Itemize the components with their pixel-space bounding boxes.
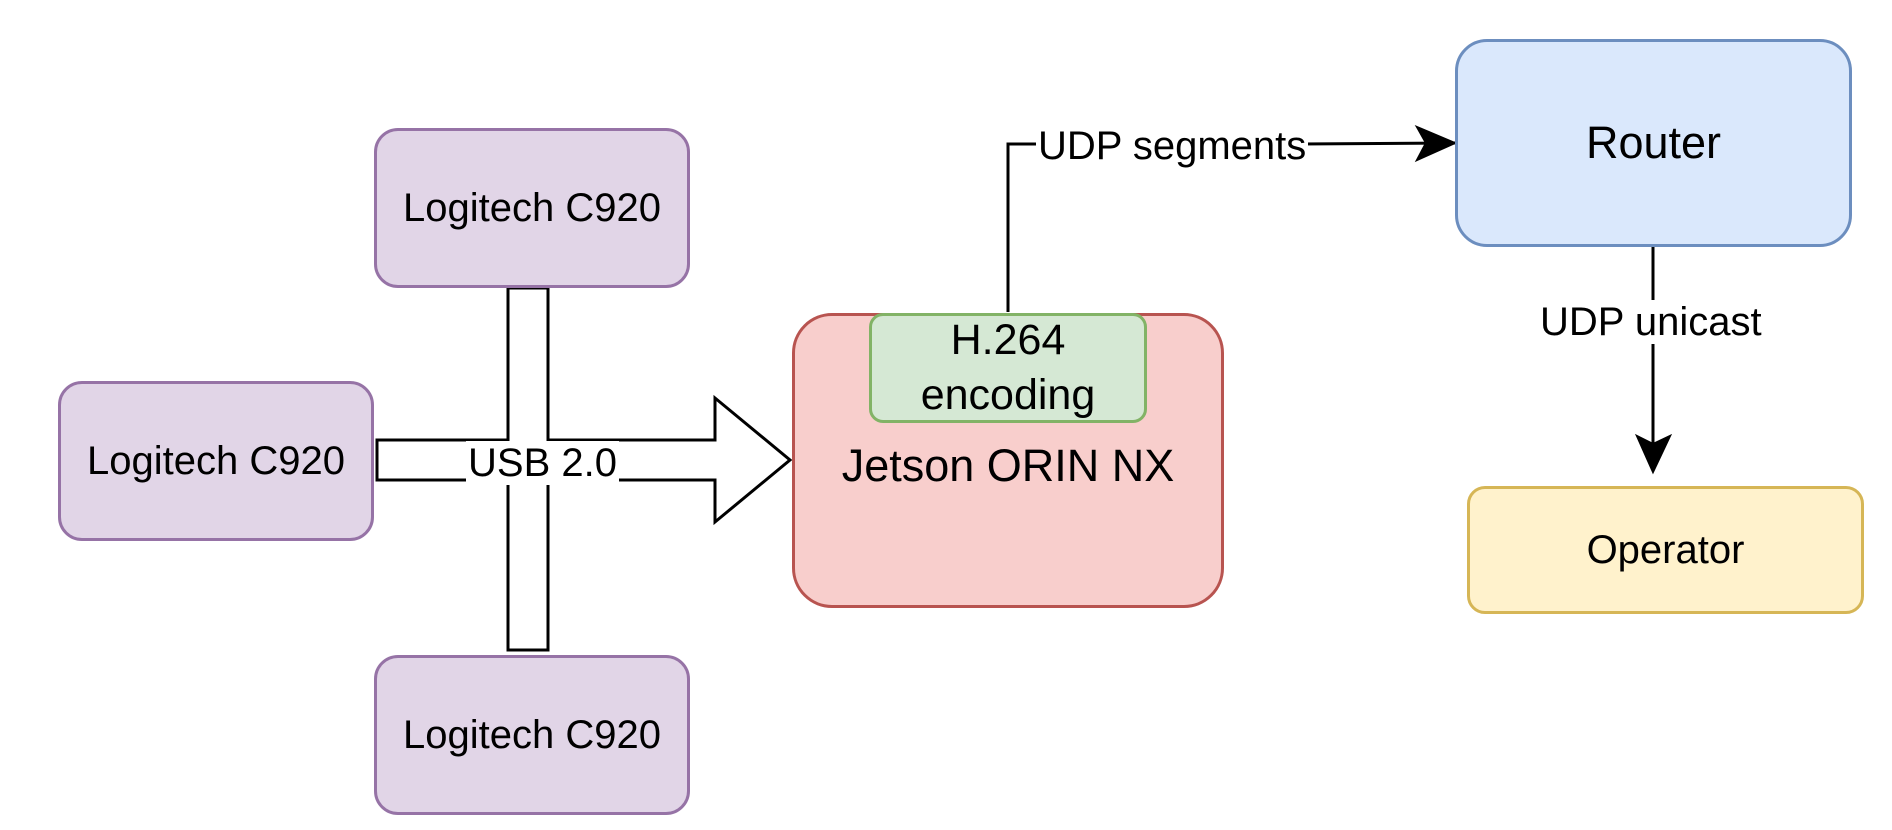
operator-node[interactable]: Operator	[1467, 486, 1864, 614]
udp-segments-arrowhead	[1414, 124, 1458, 163]
camera-node-left[interactable]: Logitech C920	[58, 381, 374, 541]
operator-label: Operator	[1586, 527, 1745, 572]
encoder-node[interactable]: H.264 encoding	[869, 313, 1147, 423]
camera-top-label: Logitech C920	[403, 185, 661, 230]
camera-left-label: Logitech C920	[87, 438, 345, 483]
udp-segments-edge-label: UDP segments	[1036, 124, 1309, 168]
udp-unicast-edge-label: UDP unicast	[1538, 300, 1764, 344]
camera-bottom-label: Logitech C920	[403, 712, 661, 757]
camera-node-top[interactable]: Logitech C920	[374, 128, 690, 288]
router-node[interactable]: Router	[1455, 39, 1852, 247]
jetson-label: Jetson ORIN NX	[841, 440, 1175, 491]
camera-node-bottom[interactable]: Logitech C920	[374, 655, 690, 815]
udp-segments-connector	[1006, 141, 1456, 312]
udp-unicast-arrowhead	[1634, 433, 1673, 475]
router-label: Router	[1585, 117, 1722, 168]
encoder-label: H.264 encoding	[920, 316, 1096, 419]
usb-edge-label: USB 2.0	[466, 441, 619, 485]
